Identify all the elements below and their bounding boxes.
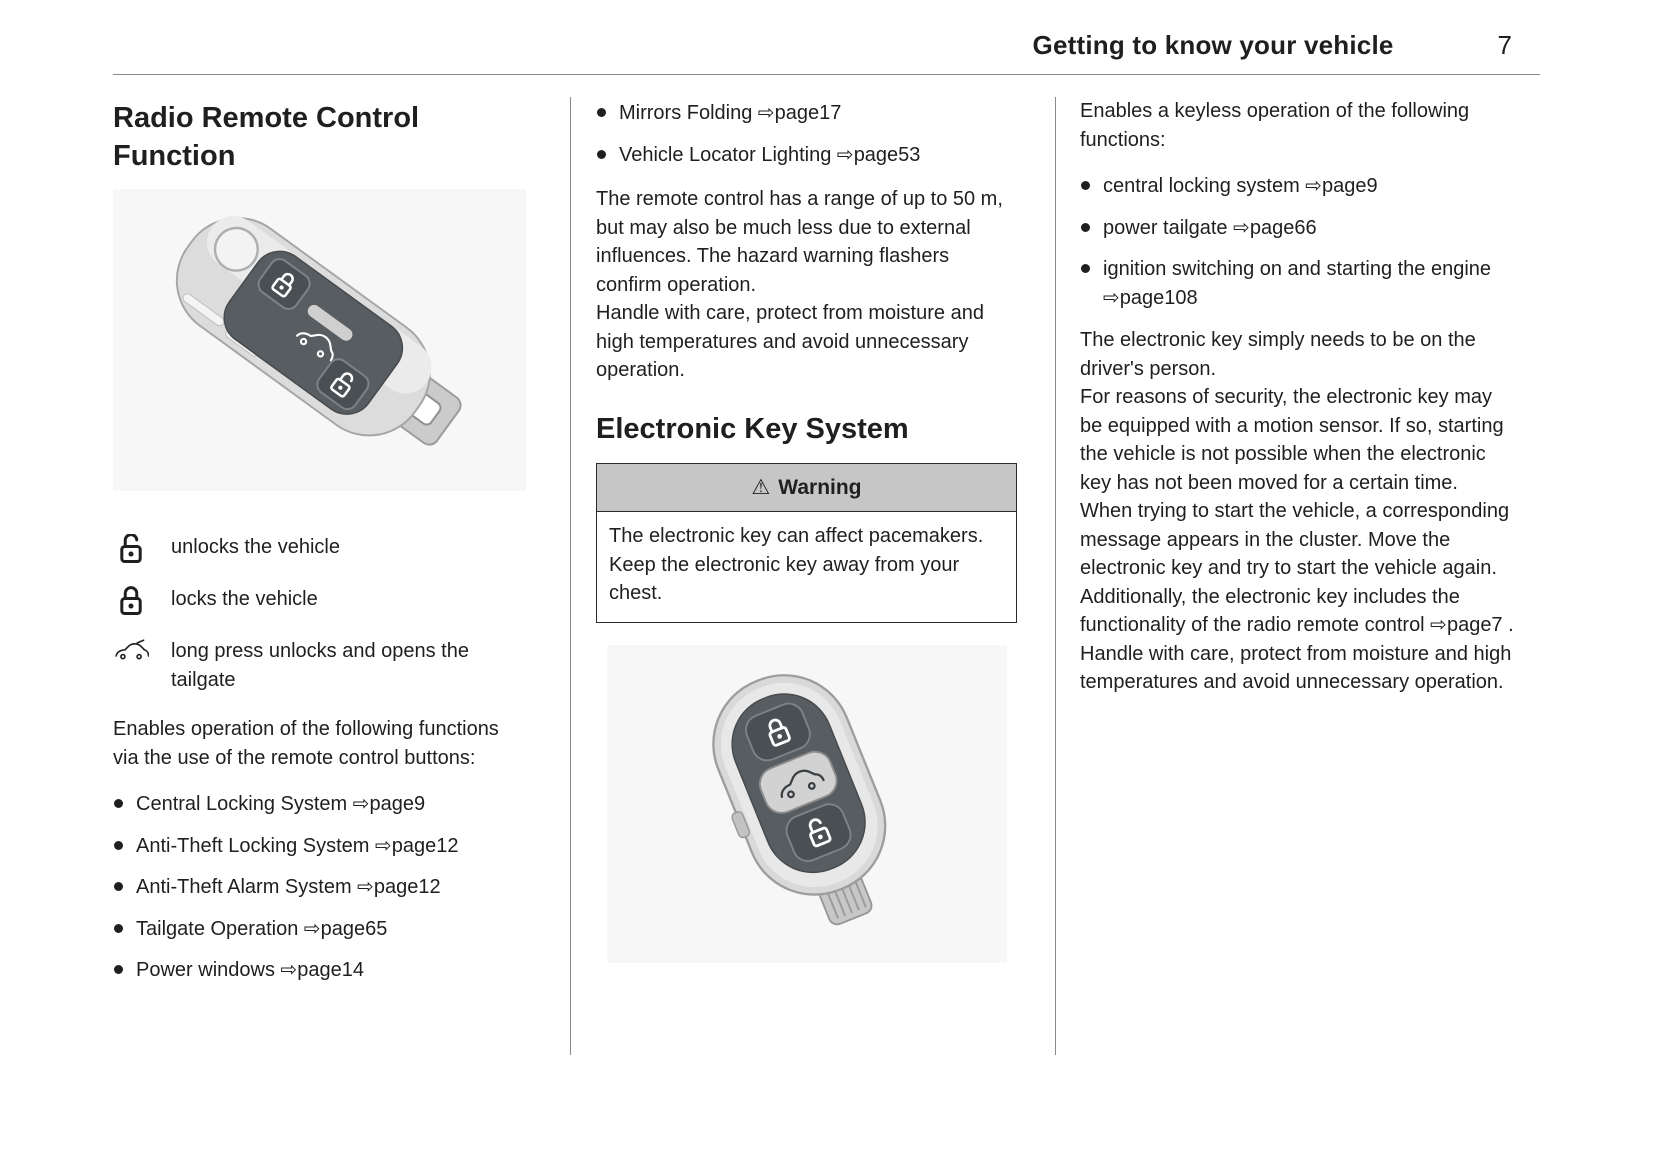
- remote-key-graphic: [175, 216, 462, 446]
- legend-row-tailgate: long press unlocks and opens the tailgat…: [113, 637, 526, 694]
- list-item: power tailgate ⇨page66: [1080, 214, 1514, 243]
- list-item: Tailgate Operation ⇨page65: [113, 915, 526, 944]
- warning-box: ⚠ Warning The electronic key can affect p…: [596, 462, 1017, 623]
- warning-body: The electronic key can affect pacemakers…: [597, 512, 1016, 622]
- warning-icon: ⚠: [751, 475, 771, 499]
- column-middle: Mirrors Folding ⇨page17 Vehicle Locator …: [570, 97, 1055, 1055]
- electronic-key-graphic: [711, 673, 886, 925]
- chapter-title: Getting to know your vehicle: [1032, 30, 1394, 60]
- section-heading-electronic-key: Electronic Key System: [596, 412, 909, 445]
- remote-function-list-continued: Mirrors Folding ⇨page17 Vehicle Locator …: [596, 99, 1017, 169]
- column-left: Radio Remote Control Function: [113, 97, 570, 1055]
- section-heading-radio-remote: Radio Remote Control Function: [113, 102, 420, 172]
- key-button-legend: unlocks the vehicle locks the vehicle lo…: [113, 533, 526, 694]
- remote-intro: Enables operation of the following funct…: [113, 718, 499, 769]
- electronic-key-photo: [606, 644, 1007, 963]
- remote-function-list: Central Locking System ⇨page9 Anti-Theft…: [113, 790, 526, 985]
- list-item: central locking system ⇨page9: [1080, 172, 1514, 201]
- keyless-function-list: central locking system ⇨page9 power tail…: [1080, 172, 1514, 312]
- page-header: Getting to know your vehicle 7: [113, 30, 1540, 75]
- remote-key-photo: [113, 189, 526, 491]
- paragraph: Handle with care, protect from moisture …: [1080, 642, 1512, 694]
- list-item: Vehicle Locator Lighting ⇨page53: [596, 141, 1017, 170]
- warning-title: Warning: [778, 475, 862, 499]
- list-item: Anti-Theft Alarm System ⇨page12: [113, 873, 526, 902]
- paragraph: Additionally, the electronic key include…: [1080, 585, 1514, 637]
- legend-text: long press unlocks and opens the tailgat…: [171, 640, 469, 691]
- remote-range-paragraph: The remote control has a range of up to …: [596, 188, 1003, 296]
- list-item: Mirrors Folding ⇨page17: [596, 99, 1017, 128]
- warning-header: ⚠ Warning: [597, 463, 1016, 512]
- content-columns: Radio Remote Control Function: [113, 97, 1540, 1055]
- paragraph: The electronic key simply needs to be on…: [1080, 329, 1476, 380]
- manual-page: Getting to know your vehicle 7 Radio Rem…: [113, 30, 1540, 1055]
- lock-icon: [113, 585, 149, 616]
- paragraph: For reasons of security, the electronic …: [1080, 386, 1504, 494]
- list-item: Anti-Theft Locking System ⇨page12: [113, 832, 526, 861]
- remote-care-paragraph: Handle with care, protect from moisture …: [596, 302, 984, 381]
- list-item: ignition switching on and starting the e…: [1080, 255, 1514, 312]
- tailgate-icon: [113, 637, 149, 664]
- legend-row-lock: locks the vehicle: [113, 585, 526, 616]
- legend-text: locks the vehicle: [171, 588, 318, 610]
- keyless-intro: Enables a keyless operation of the follo…: [1080, 100, 1470, 151]
- electronic-key-paragraphs: The electronic key simply needs to be on…: [1080, 326, 1514, 697]
- unlock-icon: [113, 533, 149, 564]
- legend-row-unlock: unlocks the vehicle: [113, 533, 526, 564]
- list-item: Power windows ⇨page14: [113, 956, 526, 985]
- warning-text: Keep the electronic key away from your c…: [609, 553, 960, 605]
- page-number: 7: [1497, 30, 1512, 60]
- legend-text: unlocks the vehicle: [171, 536, 340, 558]
- warning-text: The electronic key can affect pacemakers…: [609, 525, 984, 547]
- column-right: Enables a keyless operation of the follo…: [1055, 97, 1540, 1055]
- list-item: Central Locking System ⇨page9: [113, 790, 526, 819]
- paragraph: When trying to start the vehicle, a corr…: [1080, 500, 1510, 579]
